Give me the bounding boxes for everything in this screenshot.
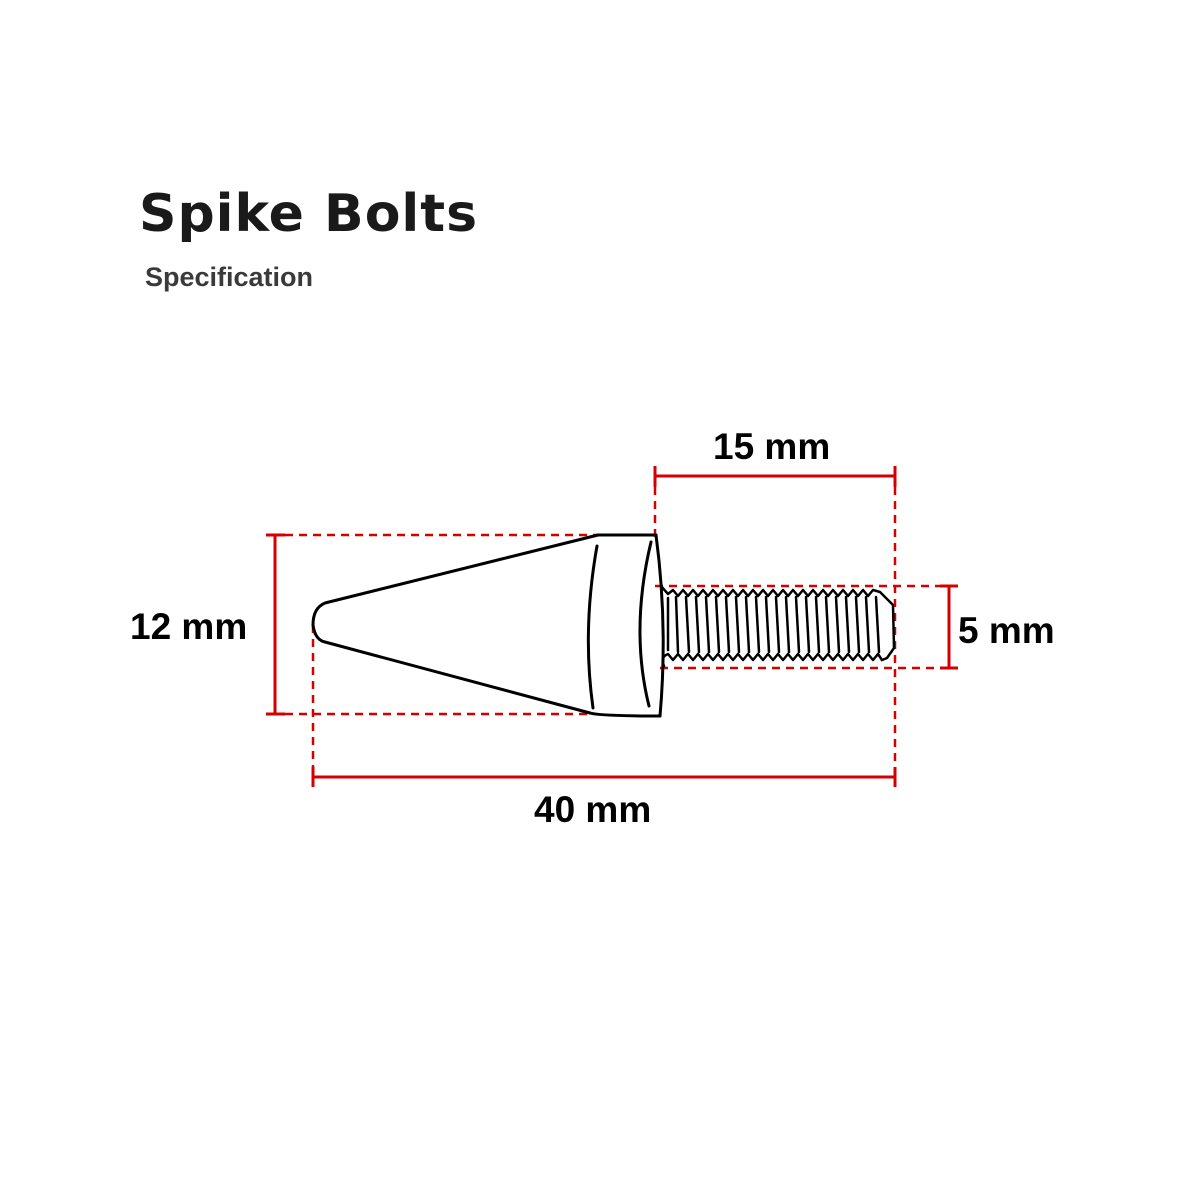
spike-cone [311,533,600,715]
page-subtitle: Specification [145,262,314,292]
thread-shank [659,584,896,668]
dimension-5mm-line [655,584,958,670]
bolt-outline [311,533,896,718]
thread-length-label: 15 mm [713,426,831,467]
thread-diameter-label: 5 mm [958,610,1055,651]
dimension-12mm-line [266,533,598,716]
total-length-label: 40 mm [534,789,652,830]
page-title: Spike Bolts [139,184,479,244]
dimension-lines [266,466,958,787]
head-diameter-label: 12 mm [130,606,248,647]
dimension-40mm-line [311,625,897,787]
dimension-15mm-line [653,466,897,775]
head-face [654,533,665,718]
